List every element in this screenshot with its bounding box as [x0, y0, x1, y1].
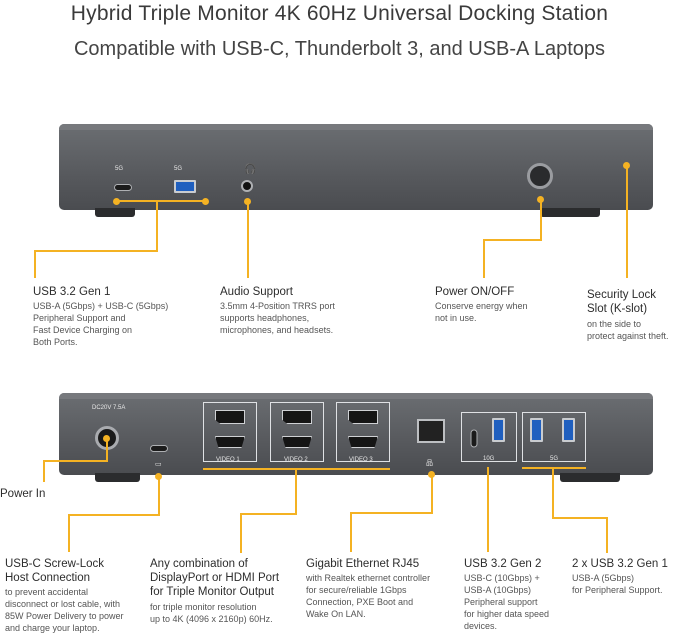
rear-usb-c-10g-port [470, 429, 478, 448]
dock-foot [540, 208, 600, 217]
audio-jack [241, 180, 253, 192]
rear-usb-c-host-port [150, 445, 168, 452]
callout-usb-gen1-rear-title: 2 x USB 3.2 Gen 1 [572, 558, 668, 570]
callout-line [68, 514, 160, 516]
displayport-2 [282, 410, 312, 424]
callout-line [626, 166, 628, 278]
callout-line [295, 468, 297, 514]
usb-5g-group [522, 412, 586, 462]
callout-usb-gen2-title: USB 3.2 Gen 2 [464, 558, 542, 570]
hdmi-port-3 [348, 436, 378, 448]
callout-line [68, 514, 70, 552]
page-subtitle: Compatible with USB-C, Thunderbolt 3, an… [73, 38, 606, 60]
video-port-group-3 [336, 402, 390, 462]
rear-usb-a-5g-port-1 [530, 418, 543, 442]
callout-line [522, 467, 586, 469]
callout-usb-gen2-desc: USB-C (10Gbps) +USB-A (10Gbps)Peripheral… [464, 573, 550, 631]
callout-line [350, 512, 433, 514]
dock-foot [95, 208, 135, 217]
callout-ethernet-title: Gigabit Ethernet RJ45 [306, 558, 420, 570]
callout-line [43, 460, 45, 482]
ethernet-rj45-port [417, 419, 445, 443]
dock-top-edge [59, 393, 653, 399]
usb-5g-label: 5G [550, 456, 559, 462]
callout-usb-gen1-desc: USB-A (5Gbps) + USB-C (5Gbps)Peripheral … [33, 301, 169, 347]
hdmi-port-2 [282, 436, 312, 448]
callout-line [552, 467, 554, 518]
callout-line [240, 513, 242, 553]
video-label-1: VIDEO 1 [216, 457, 240, 463]
front-usb-a-port [174, 180, 196, 193]
callout-line [240, 513, 297, 515]
dock-foot [95, 473, 140, 482]
callout-line [156, 200, 158, 250]
callout-line [540, 200, 542, 240]
callout-line [247, 202, 249, 278]
laptop-icon: ▭ [155, 461, 162, 468]
callout-dot [623, 162, 630, 169]
hdmi-port-1 [215, 436, 245, 448]
callout-line [552, 517, 608, 519]
displayport-3 [348, 410, 378, 424]
callout-power-title: Power ON/OFF [435, 286, 515, 298]
callout-usb-gen1-rear-desc: USB-A (5Gbps)for Peripheral Support. [572, 573, 663, 595]
video-port-group-2 [270, 402, 324, 462]
dc-input-label: DC20V 7.5A [92, 405, 126, 411]
usb-10g-group [461, 412, 517, 462]
rear-usb-a-5g-port-2 [562, 418, 575, 442]
usb-10g-label: 10G [483, 456, 495, 462]
callout-audio-title: Audio Support [220, 286, 293, 298]
callout-dot [428, 471, 435, 478]
dock-top-edge [59, 124, 653, 130]
callout-line [106, 438, 108, 460]
callout-line [350, 512, 352, 552]
rear-usb-a-10g-port [492, 418, 505, 442]
front-usb-c-port [114, 184, 132, 191]
callout-line [431, 475, 433, 513]
callout-dot [537, 196, 544, 203]
video-port-group-1 [203, 402, 257, 462]
callout-line [34, 250, 158, 252]
callout-line [158, 477, 160, 515]
callout-line [34, 250, 36, 278]
callout-line [483, 239, 542, 241]
video-label-3: VIDEO 3 [349, 457, 373, 463]
callout-usb-gen1-title: USB 3.2 Gen 1 [33, 286, 111, 298]
callout-dot [155, 473, 162, 480]
callout-line [487, 467, 489, 552]
network-icon: 品 [426, 460, 433, 467]
displayport-1 [215, 410, 245, 424]
callout-line [483, 239, 485, 278]
callout-line [116, 200, 206, 202]
headset-icon: 🎧 [244, 164, 257, 175]
video-label-2: VIDEO 2 [284, 457, 308, 463]
callout-line [606, 517, 608, 553]
callout-power-in-title: Power In [0, 488, 46, 500]
callout-dot [244, 198, 251, 205]
usb-speed-label: 5G [174, 166, 183, 172]
dock-foot [560, 473, 620, 482]
power-button [527, 163, 553, 189]
page-title: Hybrid Triple Monitor 4K 60Hz Universal … [70, 2, 609, 25]
dock-front-body [59, 124, 653, 210]
usb-speed-label: 5G [115, 166, 124, 172]
callout-line [43, 460, 108, 462]
